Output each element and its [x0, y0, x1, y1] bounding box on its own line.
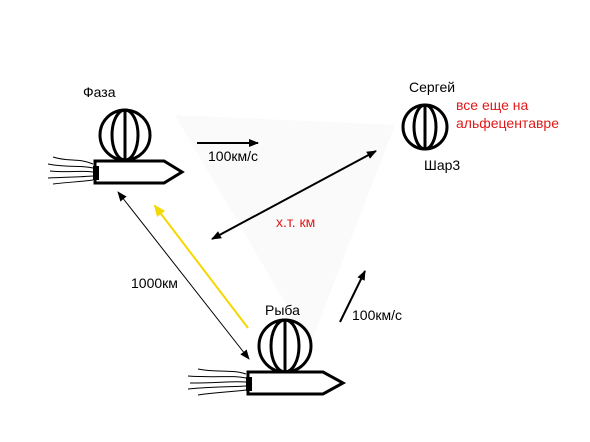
- label-shar3: Шар3: [424, 157, 460, 173]
- wireframe-globe-icon: [257, 318, 313, 374]
- rocket-icon: [93, 159, 185, 185]
- exhaust-trail-icon: [47, 156, 94, 185]
- rocket-icon: [246, 370, 347, 396]
- label-sergey-note-1: все еще на: [456, 97, 529, 113]
- exhaust-trail-icon: [187, 368, 247, 396]
- label-distance-xt: х.т. км: [276, 214, 315, 230]
- label-faza: Фаза: [83, 84, 116, 100]
- label-ryba: Рыба: [265, 302, 300, 318]
- label-sergey: Сергей: [409, 79, 455, 95]
- arrow-ryba-velocity: [339, 270, 366, 323]
- wireframe-globe-icon: [98, 108, 152, 162]
- label-sergey-note-2: альфецентавре: [456, 115, 559, 131]
- label-speed-bottom: 100км/с: [352, 307, 402, 323]
- wireframe-globe-icon: [401, 103, 449, 151]
- arrow-yellow: [153, 204, 249, 329]
- arrow-distance-1000: [117, 191, 250, 360]
- label-speed-top: 100км/с: [208, 148, 258, 164]
- label-distance-1000: 1000км: [131, 275, 178, 291]
